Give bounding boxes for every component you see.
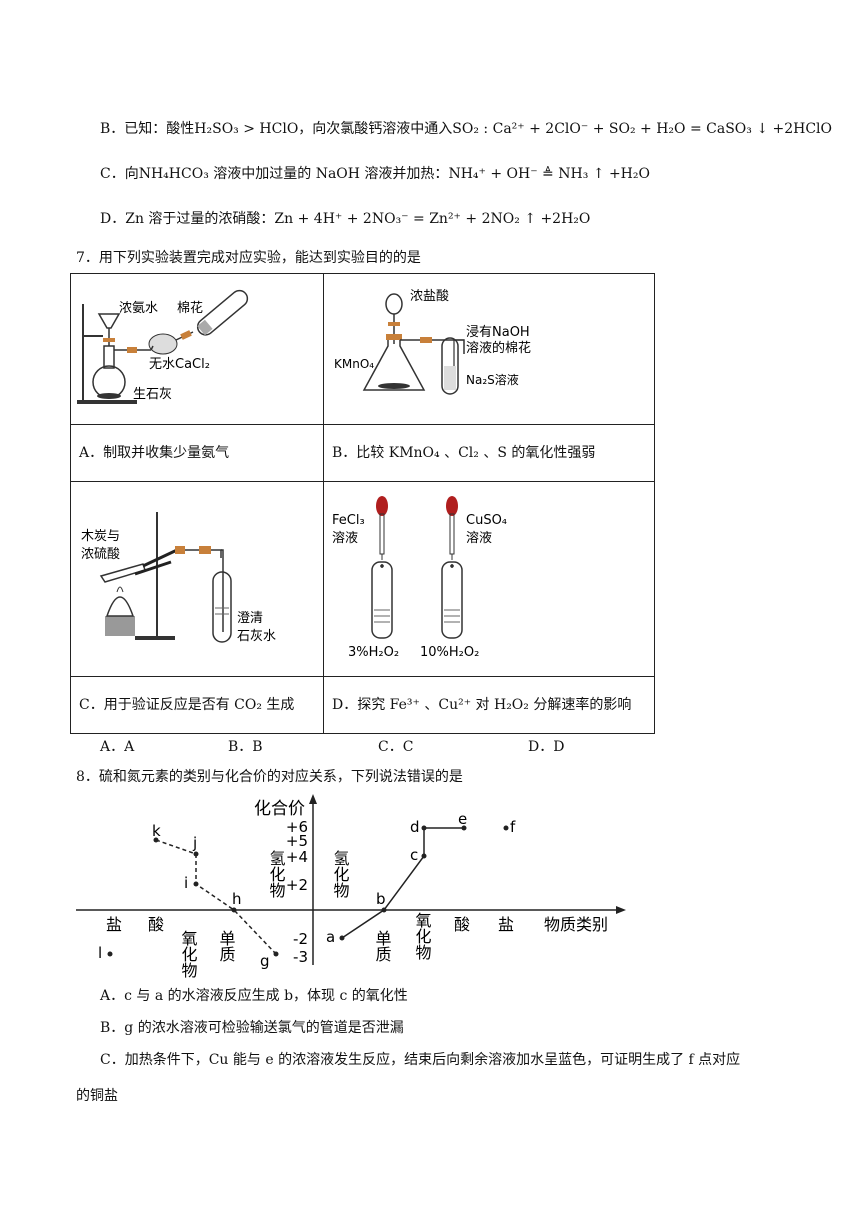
fig-b-label-naoh: 浸有NaOH — [466, 325, 530, 340]
label-d: d — [410, 818, 420, 836]
fig-b-cell: 浓盐酸 浸有NaOH 溶液的棉花 KMnO₄ Na₂S溶液 — [323, 273, 655, 425]
q8-stem: 8．硫和氮元素的类别与化合价的对应关系，下列说法错误的是 — [76, 769, 463, 785]
q8-option-c-line1: C．加热条件下，Cu 能与 e 的浓溶液发生反应，结束后向剩余溶液加水呈蓝色，可… — [100, 1052, 741, 1068]
caption-b: B．比较 KMnO₄ 、Cl₂ 、S 的氧化性强弱 — [332, 445, 596, 461]
q6-option-d-formula: Zn + 4H⁺ + 2NO₃⁻ = Zn²⁺ + 2NO₂ ↑ +2H₂O — [274, 211, 591, 227]
label-l: l — [98, 944, 102, 962]
q7-stem: 7．用下列实验装置完成对应实验，能达到实验目的的是 — [76, 250, 421, 266]
caption-b-cell: B．比较 KMnO₄ 、Cl₂ 、S 的氧化性强弱 — [323, 424, 655, 482]
tick-plus6: +6 — [286, 818, 308, 836]
tick-plus5: +5 — [286, 832, 308, 850]
fig-d-label-cuso4: CuSO₄ — [466, 513, 507, 528]
label-e: e — [458, 810, 467, 828]
fig-b-label-kmno4: KMnO₄ — [334, 357, 374, 371]
label-a: a — [326, 928, 335, 946]
fig-d-label-3pct: 3%H₂O₂ — [348, 645, 399, 660]
cat-right-hydride: 氢化物 — [331, 850, 350, 899]
tick-plus4: +4 — [286, 848, 308, 866]
label-k: k — [152, 822, 161, 840]
q7-choice-b[interactable]: B．B — [228, 739, 263, 755]
cat-left-salt: 盐 — [106, 915, 122, 934]
q7-choice-d[interactable]: D．D — [528, 739, 565, 755]
point-i — [193, 881, 199, 887]
q7-experiment-table: 浓氨水 棉花 无水CaCl₂ 生石灰 — [70, 273, 655, 734]
cat-right-element: 单质 — [373, 930, 392, 962]
y-axis-label: 化合价 — [254, 799, 305, 819]
fig-a-label-cacl2: 无水CaCl₂ — [149, 357, 210, 372]
fig-d-label-fecl3-solution: 溶液 — [332, 531, 358, 546]
fig-a-cell: 浓氨水 棉花 无水CaCl₂ 生石灰 — [70, 273, 324, 425]
q8-option-a: A．c 与 a 的水溶液反应生成 b，体现 c 的氧化性 — [100, 988, 408, 1004]
q7-choice-a[interactable]: A．A — [100, 739, 135, 755]
point-a — [339, 935, 345, 941]
label-g: g — [260, 952, 270, 970]
fig-a-label-cotton: 棉花 — [177, 300, 203, 316]
cat-right-oxide: 氧化物 — [413, 912, 432, 961]
q6-option-d: D．Zn 溶于过量的浓硝酸：Zn + 4H⁺ + 2NO₃⁻ = Zn²⁺ + … — [100, 211, 591, 227]
cat-left-element: 单质 — [217, 930, 236, 962]
fig-c-label-charcoal: 木炭与 — [81, 529, 120, 544]
fig-d-label-fecl3: FeCl₃ — [332, 513, 365, 528]
cat-left-oxide: 氧化物 — [179, 930, 198, 979]
q6-option-c: C．向NH₄HCO₃ 溶液中加过量的 NaOH 溶液并加热：NH₄⁺ + OH⁻… — [100, 166, 650, 182]
point-d — [421, 825, 427, 831]
point-e — [461, 825, 467, 831]
q8-option-b: B．g 的浓水溶液可检验输送氯气的管道是否泄漏 — [100, 1020, 404, 1036]
tick-minus2: -2 — [293, 930, 308, 948]
fig-b-label-hcl: 浓盐酸 — [410, 289, 449, 304]
point-l — [107, 951, 113, 957]
fig-d-label-cuso4-solution: 溶液 — [466, 531, 492, 546]
fig-b-label-na2s: Na₂S溶液 — [466, 372, 519, 387]
fig-c-label-limewater: 石灰水 — [237, 629, 276, 644]
tick-minus3: -3 — [293, 948, 308, 966]
caption-d-cell: D．探究 Fe³⁺ 、Cu²⁺ 对 H₂O₂ 分解速率的影响 — [323, 676, 655, 734]
fig-a-label-ammonia: 浓氨水 — [119, 301, 158, 316]
cat-left-acid: 酸 — [148, 915, 164, 934]
cat-right-acid: 酸 — [454, 915, 470, 934]
fig-c-cell: 木炭与 浓硫酸 澄清 石灰水 — [70, 481, 324, 677]
x-axis-label: 物质类别 — [544, 915, 608, 934]
fig-c-label-clear: 澄清 — [237, 611, 263, 626]
point-f — [503, 825, 509, 831]
fig-b-chlorine-apparatus: 浓盐酸 浸有NaOH 溶液的棉花 KMnO₄ Na₂S溶液 — [334, 289, 531, 395]
label-i: i — [184, 874, 188, 892]
point-g — [273, 951, 279, 957]
point-c — [421, 853, 427, 859]
fig-c-label-acid: 浓硫酸 — [81, 547, 120, 562]
fig-c-charcoal-apparatus: 木炭与 浓硫酸 澄清 石灰水 — [81, 512, 276, 644]
tick-plus2: +2 — [286, 876, 308, 894]
caption-c-cell: C．用于验证反应是否有 CO₂ 生成 — [70, 676, 324, 734]
point-k — [153, 837, 159, 843]
label-c: c — [410, 846, 418, 864]
label-b: b — [376, 890, 386, 908]
label-f: f — [510, 818, 516, 836]
cat-left-hydride: 氢化物 — [267, 850, 286, 899]
point-h — [231, 907, 237, 913]
q6-option-b: B．已知：酸性H₂SO₃ > HClO，向次氯酸钙溶液中通入SO₂ : Ca²⁺… — [100, 121, 833, 137]
fig-a-label-quicklime: 生石灰 — [133, 387, 172, 402]
point-b — [381, 907, 387, 913]
caption-c: C．用于验证反应是否有 CO₂ 生成 — [79, 697, 295, 713]
q8-valence-chart: 化合价 物质类别 +6 +5 +4 +2 -2 -3 盐 酸 氧化物 单质 氢化… — [76, 794, 626, 979]
point-j — [193, 851, 199, 857]
fig-a-ammonia-apparatus: 浓氨水 棉花 无水CaCl₂ 生石灰 — [77, 289, 249, 404]
label-j: j — [192, 834, 197, 852]
caption-a: A．制取并收集少量氨气 — [79, 445, 230, 461]
cat-right-salt: 盐 — [498, 915, 514, 934]
fig-d-label-10pct: 10%H₂O₂ — [420, 645, 479, 660]
q8-option-c-line2: 的铜盐 — [76, 1088, 118, 1104]
fig-d-cell: FeCl₃ 溶液 CuSO₄ 溶液 3%H₂O₂ 10%H₂O₂ — [323, 481, 655, 677]
q6-option-c-formula: NH₄⁺ + OH⁻ ≜ NH₃ ↑ +H₂O — [448, 166, 650, 182]
fig-d-peroxide-apparatus: FeCl₃ 溶液 CuSO₄ 溶液 3%H₂O₂ 10%H₂O₂ — [332, 496, 507, 660]
q6-option-b-formula: H₂SO₃ > HClO，向次氯酸钙溶液中通入SO₂ : Ca²⁺ + 2ClO… — [194, 121, 833, 137]
label-h: h — [232, 890, 242, 908]
fig-b-label-cotton: 溶液的棉花 — [466, 340, 531, 356]
caption-d: D．探究 Fe³⁺ 、Cu²⁺ 对 H₂O₂ 分解速率的影响 — [332, 697, 632, 713]
caption-a-cell: A．制取并收集少量氨气 — [70, 424, 324, 482]
q7-choice-c[interactable]: C．C — [378, 739, 414, 755]
